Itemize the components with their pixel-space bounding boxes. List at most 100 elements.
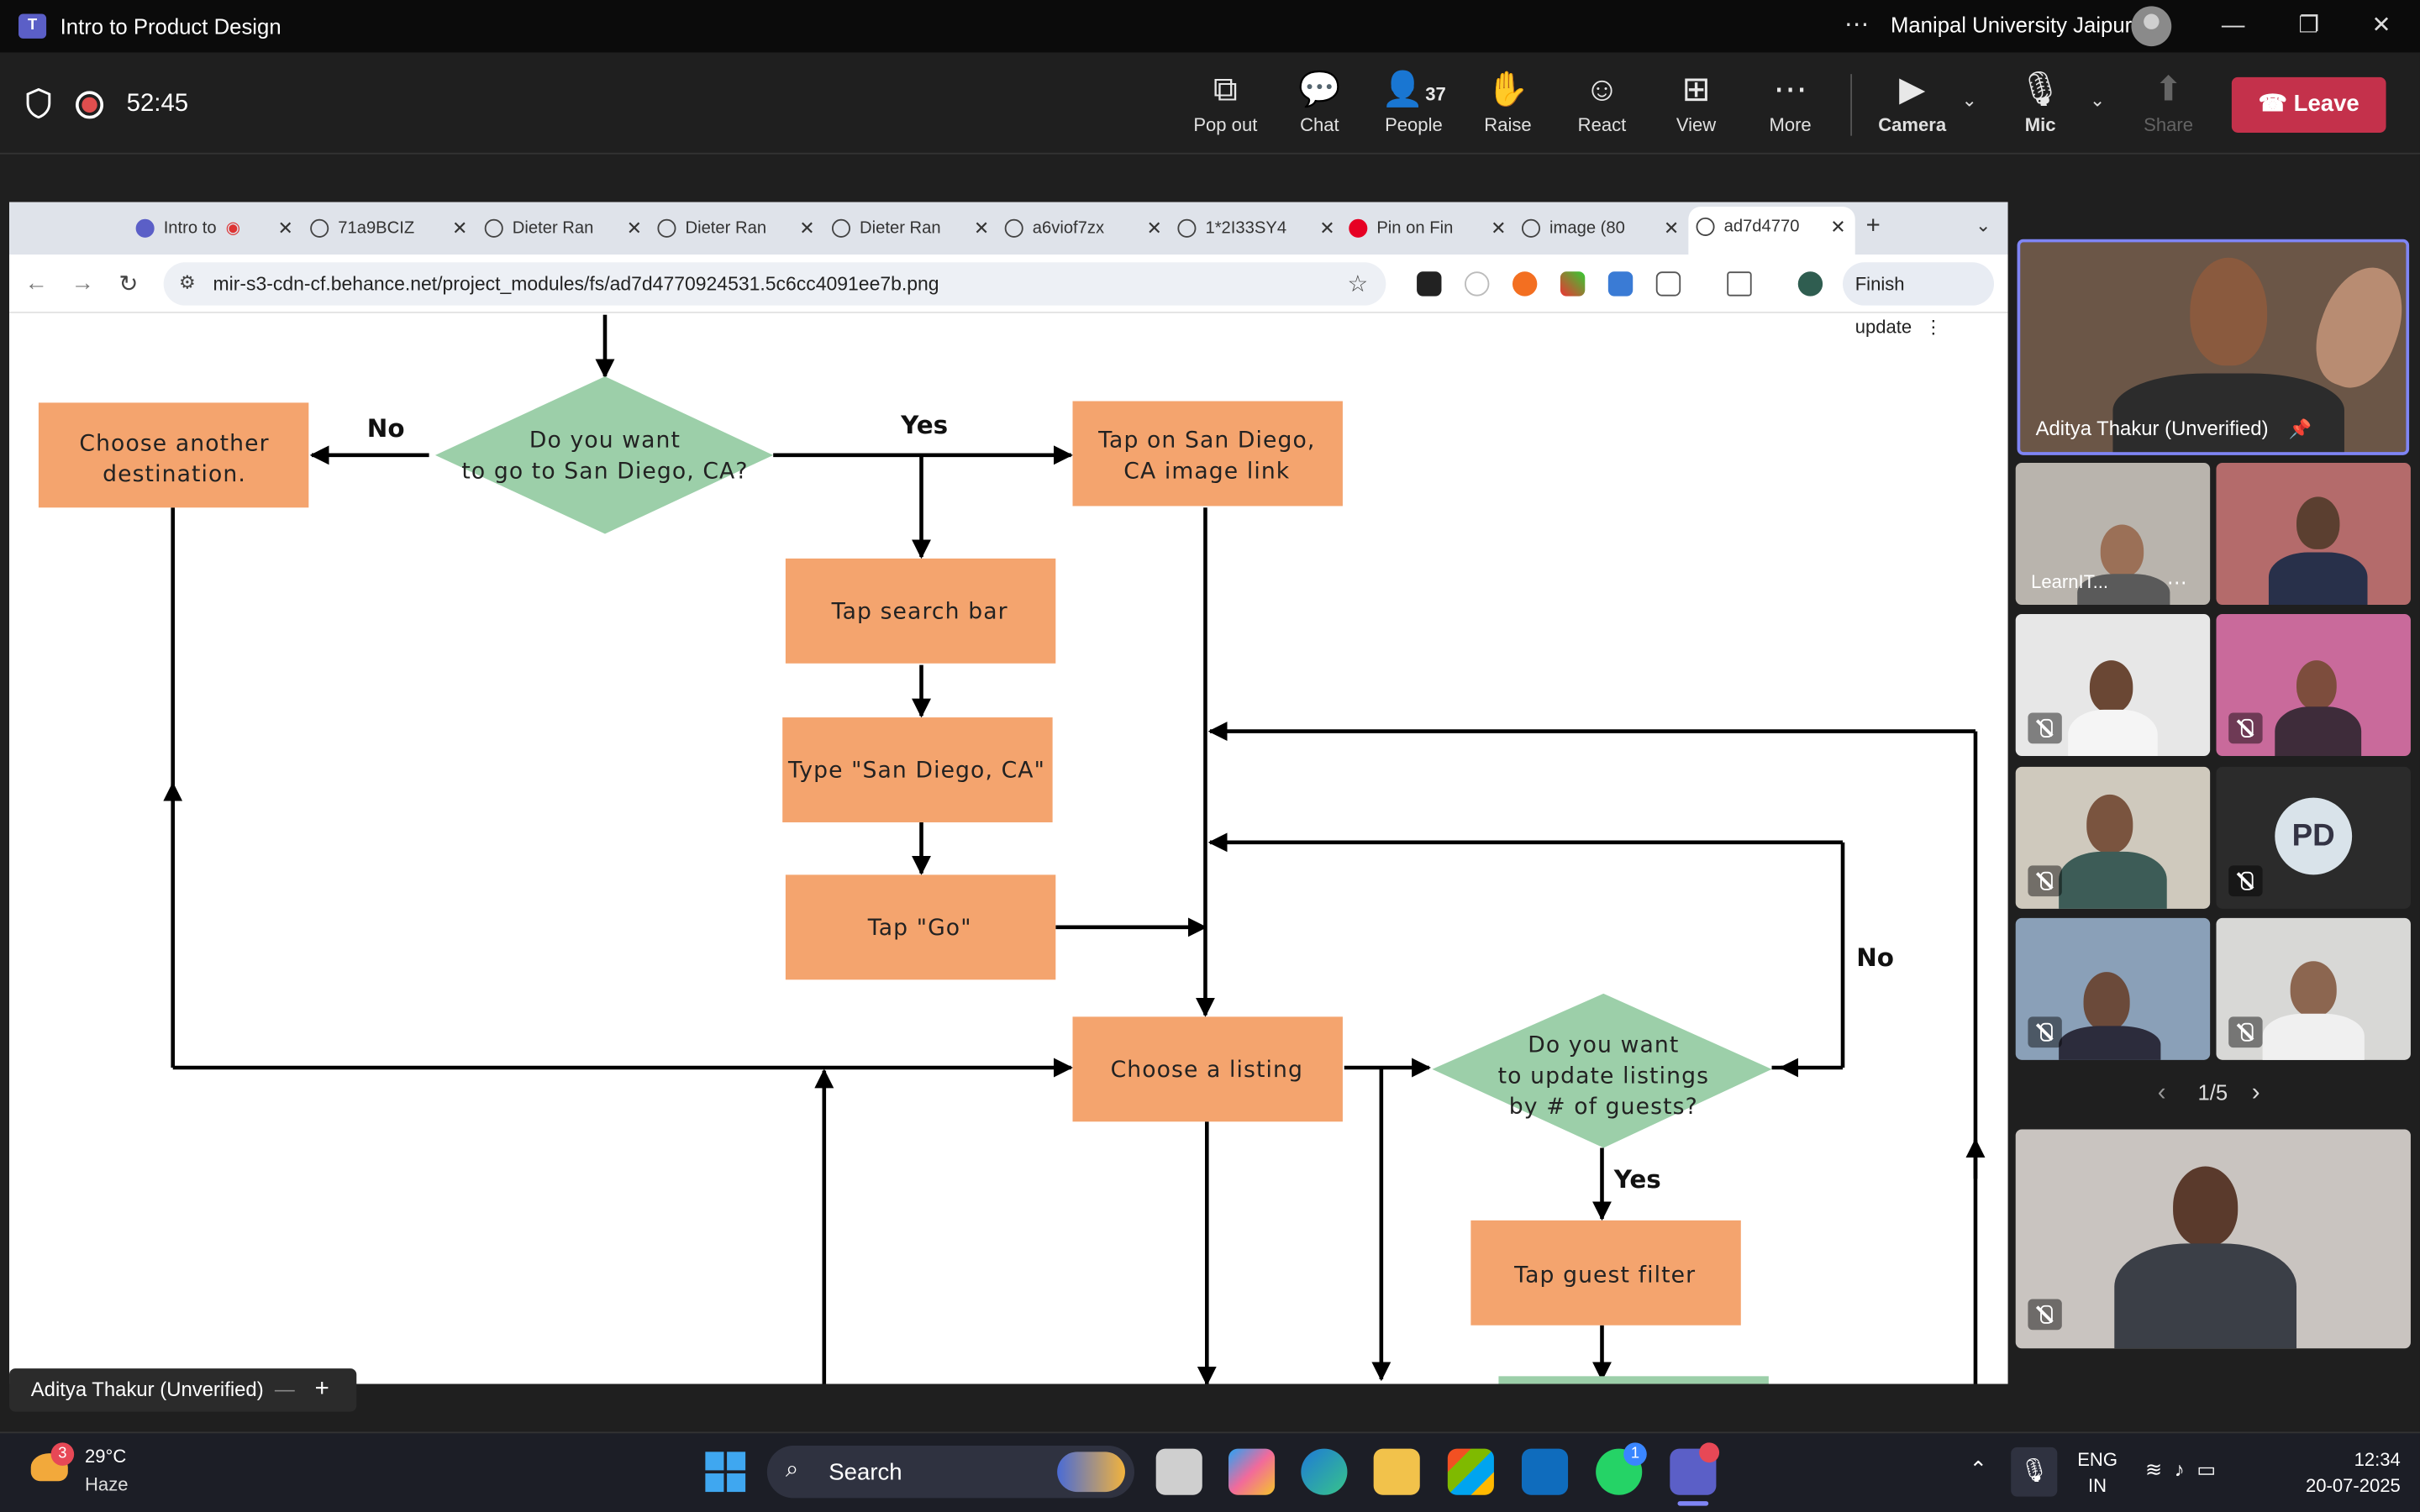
edge-label: Yes — [1613, 1165, 1661, 1194]
participant-tile[interactable] — [2216, 463, 2411, 605]
outlook-icon[interactable] — [1521, 1448, 1569, 1495]
mic-options-chevron-icon[interactable]: ⌄ — [2089, 89, 2106, 112]
react-button[interactable]: ☺ React — [1555, 68, 1648, 145]
extension-icon[interactable] — [1417, 271, 1442, 297]
close-icon[interactable]: ✕ — [2371, 12, 2391, 39]
account-avatar[interactable] — [2131, 6, 2172, 47]
edge-icon[interactable] — [1301, 1448, 1348, 1495]
participant-tile-featured[interactable]: Aditya Thakur (Unverified) 📌 — [2017, 239, 2410, 455]
node-text: Type "San Diego, CA" — [787, 758, 1045, 784]
reload-icon[interactable]: ↻ — [118, 271, 139, 298]
bookmark-star-icon[interactable]: ☆ — [1347, 271, 1369, 298]
self-view-tile[interactable] — [2015, 1129, 2411, 1349]
browser-tab[interactable]: Dieter Ran✕ — [831, 208, 998, 249]
participant-tile[interactable] — [2216, 614, 2411, 756]
extension-icon[interactable] — [1512, 271, 1538, 297]
camera-options-chevron-icon[interactable]: ⌄ — [1961, 89, 1977, 112]
participant-tile[interactable] — [2015, 766, 2211, 909]
node-text: Choose a listing — [1111, 1057, 1303, 1083]
share-button[interactable]: ⬆ Share — [2122, 68, 2214, 145]
finish-update-button[interactable]: Finish update⋮ — [1843, 262, 1995, 338]
pop-out-icon: ⧉ — [1213, 69, 1238, 108]
search-highlight-icon — [1057, 1452, 1125, 1493]
extension-icon[interactable] — [1465, 271, 1490, 297]
restore-icon[interactable]: ❐ — [2298, 12, 2320, 39]
extensions-puzzle-icon[interactable] — [1655, 271, 1681, 297]
store-icon[interactable] — [1447, 1448, 1494, 1495]
browser-tab[interactable]: 1*2I33SY4✕ — [1177, 208, 1344, 249]
shared-screen: Intro to◉✕ 71a9BCIZ✕ Dieter Ran✕ Dieter … — [9, 202, 2008, 1384]
edge-label: Yes — [900, 411, 948, 439]
participant-tile[interactable] — [2216, 917, 2411, 1060]
browser-tab[interactable]: Pin on Fin✕ — [1349, 208, 1515, 249]
window-title: Intro to Product Design — [60, 13, 281, 39]
zoom-in-icon[interactable]: + — [314, 1376, 329, 1403]
new-tab-button[interactable]: + — [1865, 213, 1881, 239]
forward-icon[interactable]: → — [71, 270, 95, 297]
back-icon[interactable]: ← — [24, 270, 48, 297]
raise-hand-button[interactable]: ✋ Raise — [1461, 68, 1554, 145]
active-app-indicator — [1677, 1501, 1709, 1506]
file-explorer-icon[interactable] — [1373, 1448, 1420, 1495]
more-button[interactable]: ⋯ More — [1744, 68, 1836, 145]
participant-tile[interactable] — [2015, 614, 2211, 756]
people-button[interactable]: 👤37 People — [1367, 68, 1460, 145]
browser-tab[interactable]: Dieter Ran✕ — [657, 208, 823, 249]
site-info-icon[interactable]: ⚙ — [179, 271, 196, 293]
mic-button[interactable]: 🎙 Mic — [1994, 68, 2086, 145]
shield-icon[interactable] — [24, 87, 52, 119]
system-tray-icons[interactable]: ≋♪▭ — [2145, 1457, 2228, 1482]
tray-chevron-icon[interactable]: ⌃ — [1969, 1456, 1988, 1482]
more-options-icon[interactable]: ⋯ — [1844, 12, 1871, 39]
leave-button[interactable]: ☎ Leave — [2231, 76, 2386, 133]
node-next-partial — [1498, 1376, 1769, 1384]
browser-tab[interactable]: 71a9BCIZ✕ — [310, 208, 476, 249]
node-choose-another — [38, 402, 309, 508]
participant-tile[interactable]: LearnIT... ⋯ — [2015, 463, 2211, 605]
node-text: Tap guest filter — [1513, 1262, 1696, 1288]
participant-tile[interactable]: PD — [2216, 766, 2411, 909]
node-type-sd — [782, 717, 1053, 822]
minimize-icon[interactable]: — — [2221, 12, 2245, 39]
cast-icon[interactable] — [1727, 271, 1752, 297]
share-icon: ⬆ — [2154, 69, 2183, 108]
notification-badge: 3 — [50, 1442, 75, 1466]
org-name[interactable]: Manipal University Jaipur — [1890, 12, 2133, 38]
browser-tab[interactable]: Intro to◉✕ — [135, 208, 302, 249]
browser-tab-active[interactable]: ad7d4770✕ — [1688, 207, 1855, 255]
tab-search-chevron-icon[interactable]: ⌄ — [1975, 214, 1991, 237]
browser-tab[interactable]: a6viof7zx✕ — [1004, 208, 1171, 249]
participant-tile[interactable] — [2015, 917, 2211, 1060]
more-icon[interactable]: ⋯ — [2166, 570, 2187, 595]
pin-icon[interactable]: 📌 — [2288, 417, 2312, 440]
browser-tab[interactable]: image (80✕ — [1521, 208, 1688, 249]
address-bar[interactable]: ⚙ mir-s3-cdn-cf.behance.net/project_modu… — [163, 262, 1386, 306]
extension-icon[interactable] — [1607, 271, 1634, 297]
view-button[interactable]: ⊞ View — [1649, 68, 1742, 145]
taskbar-search[interactable]: ⌕ Search — [766, 1445, 1134, 1499]
copilot-icon[interactable] — [1228, 1448, 1276, 1495]
mic-muted-tray-icon[interactable]: 🎙 — [2011, 1446, 2058, 1497]
extension-icon[interactable] — [1560, 271, 1586, 297]
next-page-icon[interactable]: › — [2251, 1079, 2260, 1106]
phone-hangup-icon: ☎ — [2258, 91, 2294, 118]
start-button[interactable] — [705, 1452, 746, 1493]
task-view-icon[interactable] — [1155, 1448, 1202, 1495]
camera-button[interactable]: ▶ Camera — [1866, 68, 1959, 145]
chat-button[interactable]: 💬 Chat — [1273, 68, 1365, 145]
prev-page-icon[interactable]: ‹ — [2157, 1079, 2166, 1106]
profile-avatar[interactable] — [1797, 271, 1823, 297]
title-bar — [0, 0, 2420, 53]
weather-condition[interactable]: Haze — [85, 1473, 129, 1495]
pop-out-button[interactable]: ⧉ Pop out — [1179, 68, 1271, 145]
browser-tab[interactable]: Dieter Ran✕ — [484, 208, 651, 249]
weather-temp[interactable]: 29°C — [85, 1445, 127, 1467]
node-tap-go — [785, 874, 1056, 980]
meeting-timer: 52:45 — [126, 91, 189, 118]
mic-off-icon: 🎙 — [2018, 69, 2062, 108]
